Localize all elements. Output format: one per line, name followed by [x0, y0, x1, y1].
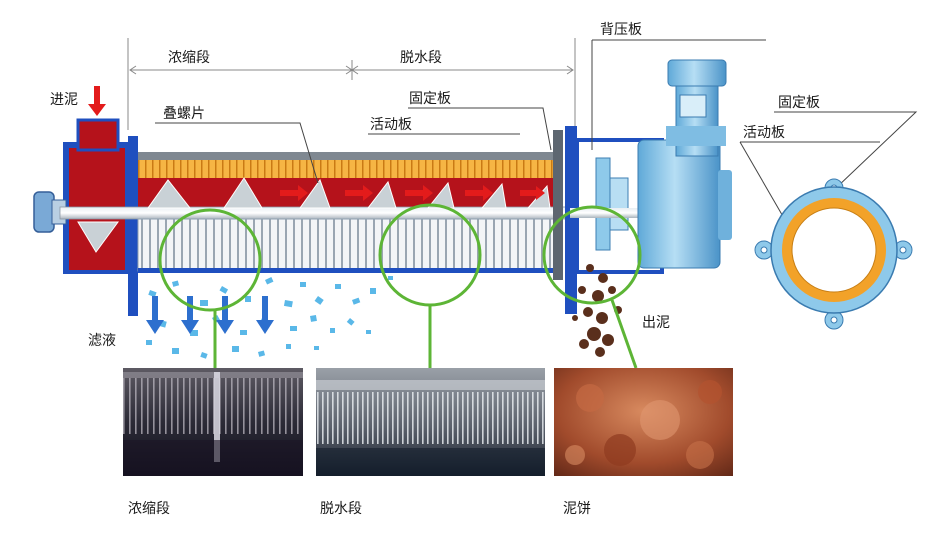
- stacked-discs-band: [138, 160, 558, 178]
- label-back-pressure-plate: 背压板: [600, 22, 642, 38]
- right-arrow-icon: [345, 185, 373, 201]
- callout-circles: [158, 203, 642, 369]
- flow-arrows: [280, 185, 545, 201]
- label-fixed-plate: 固定板: [409, 91, 451, 107]
- down-arrow-icon: [181, 296, 199, 334]
- right-arrow-icon: [465, 185, 493, 201]
- top-frame: [138, 152, 558, 162]
- label-dewatering-section: 脱水段: [400, 50, 442, 66]
- down-arrow-icon: [216, 296, 234, 334]
- left-wall-plate: [128, 136, 138, 316]
- photo-thickening: [123, 368, 303, 476]
- dimension-lines: [127, 38, 576, 130]
- label-stacked-discs: 叠螺片: [163, 106, 205, 122]
- filtrate-arrows: [146, 296, 274, 334]
- right-arrow-icon: [405, 185, 433, 201]
- label-ring-fixed-plate: 固定板: [778, 95, 820, 111]
- photo-dewatering: [316, 368, 545, 476]
- down-arrow-icon: [88, 86, 106, 116]
- motor: [637, 59, 732, 269]
- back-pressure-plate: [595, 157, 611, 251]
- photo-cake: [554, 368, 733, 476]
- label-sludge-in: 进泥: [50, 92, 78, 108]
- caption-thickening: 浓缩段: [128, 501, 170, 517]
- right-arrow-icon: [520, 186, 545, 200]
- filter-cage: [137, 218, 559, 272]
- sludge-cake-falling: [572, 264, 622, 357]
- down-arrow-icon: [256, 296, 274, 334]
- down-arrow-icon: [146, 296, 164, 334]
- label-ring-moving-plate: 活动板: [743, 125, 785, 141]
- right-arrow-icon: [280, 185, 308, 201]
- right-wall-plate: [565, 126, 577, 314]
- label-moving-plate: 活动板: [370, 117, 412, 133]
- caption-dewatering: 脱水段: [320, 501, 362, 517]
- fixed-plate-end: [553, 130, 563, 280]
- bottom-rail: [138, 268, 558, 273]
- caption-cake: 泥饼: [563, 501, 591, 517]
- screw-shaft: [59, 206, 571, 220]
- label-sludge-out: 出泥: [642, 315, 670, 331]
- ring-cross-section: [754, 178, 913, 330]
- label-filtrate: 滤液: [88, 333, 116, 349]
- leader-lines: [155, 39, 918, 233]
- screw-flights: [77, 177, 551, 253]
- filtrate-drops: [146, 276, 393, 359]
- label-thickening-section: 浓缩段: [168, 50, 210, 66]
- motor-terminal-box: [679, 94, 707, 118]
